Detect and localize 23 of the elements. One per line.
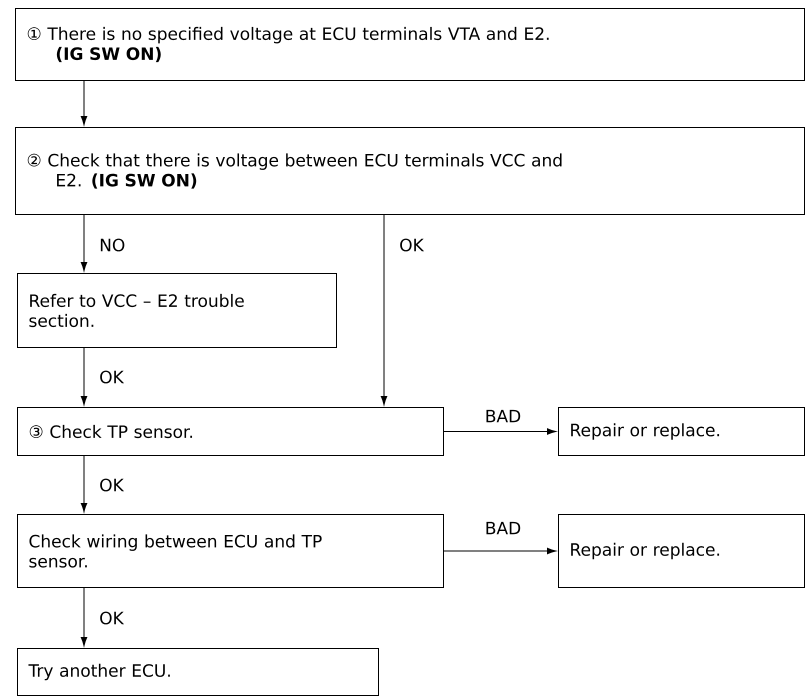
- arrow: [80, 348, 88, 406]
- arrow: [80, 80, 88, 126]
- process-box: Try another ECU.: [17, 648, 379, 696]
- arrow: [380, 214, 388, 406]
- arrow: [80, 214, 88, 272]
- edge-label: BAD: [484, 520, 522, 536]
- arrow: [80, 456, 88, 512]
- process-box: ① There is no specified voltage at ECU terminals VTA and E2. (IG SW ON): [15, 8, 805, 81]
- edge-label: OK: [398, 238, 425, 252]
- process-box: ③ Check TP sensor.: [17, 407, 444, 456]
- arrow: [444, 548, 556, 554]
- arrow: [444, 428, 556, 435]
- edge-label: NO: [98, 238, 126, 252]
- process-box: ② Check that there is voltage between ECU terminals VCC and E2. (IG SW ON): [15, 127, 805, 215]
- process-box: Repair or replace.: [558, 407, 805, 456]
- edge-label: OK: [98, 478, 125, 492]
- edge-label: BAD: [484, 408, 522, 424]
- process-box: Check wiring between ECU and TP sensor.: [17, 514, 444, 588]
- process-box: Repair or replace.: [558, 514, 805, 588]
- edge-label: OK: [98, 610, 125, 626]
- process-box: Refer to VCC – E2 trouble section.: [17, 273, 337, 348]
- arrow: [80, 588, 88, 646]
- edge-label: OK: [98, 370, 125, 384]
